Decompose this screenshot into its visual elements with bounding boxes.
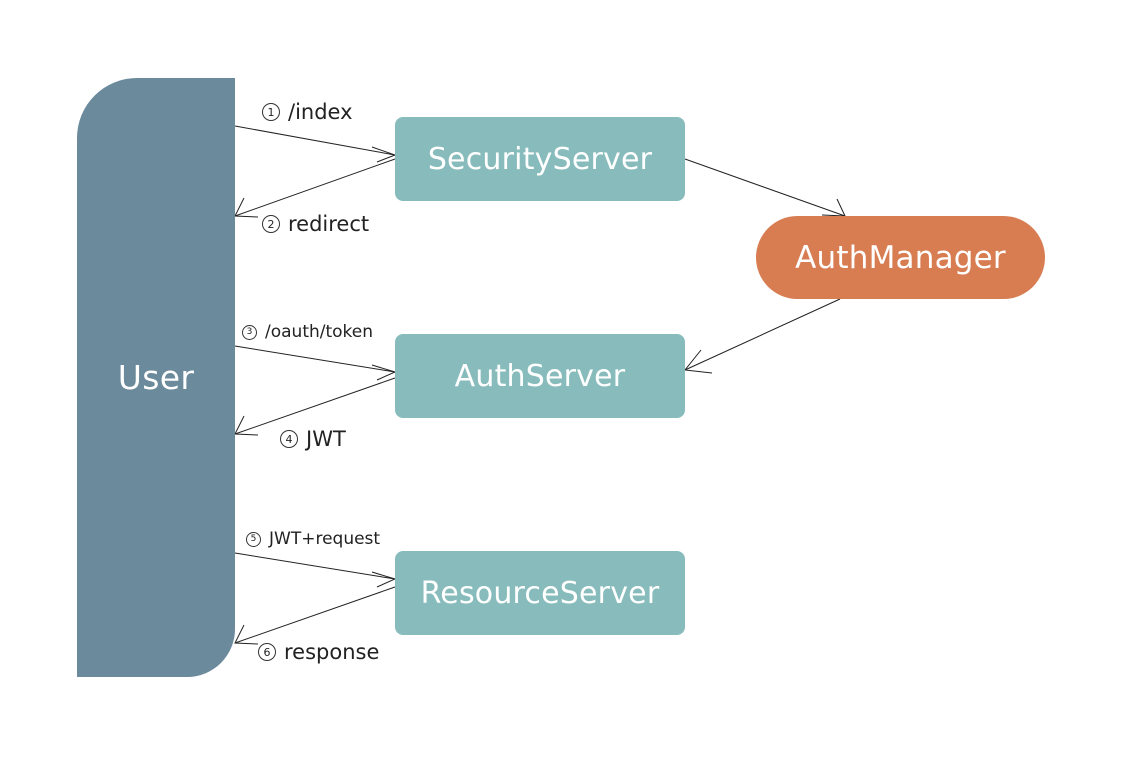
step-4-label: 4 JWT — [280, 427, 346, 451]
step-2-label: 2 redirect — [262, 212, 369, 236]
step-1-number: 1 — [262, 103, 280, 121]
edge-redirect — [234, 158, 396, 217]
auth-manager-node: AuthManager — [756, 216, 1045, 299]
step-1-text: /index — [288, 100, 353, 124]
arrowhead-authmanager-authserver — [684, 349, 713, 374]
step-2-number: 2 — [262, 215, 280, 233]
resource-server-node: ResourceServer — [395, 551, 685, 635]
edge-index — [234, 125, 396, 156]
step-6-label: 6 response — [258, 640, 379, 664]
user-node: User — [77, 78, 235, 677]
step-1-label: 1 /index — [262, 100, 353, 124]
user-label: User — [117, 358, 195, 397]
step-5-number: 5 — [246, 531, 261, 547]
step-6-number: 6 — [258, 643, 276, 661]
step-5-label: 5 JWT+request — [246, 529, 380, 549]
edge-oauth-token — [234, 345, 396, 373]
edge-jwt — [234, 377, 396, 435]
step-3-label: 3 /oauth/token — [242, 322, 373, 342]
arrowhead-redirect — [234, 197, 259, 218]
edge-authmanager-authserver — [684, 298, 841, 371]
arrowhead-jwt — [234, 415, 259, 436]
security-server-node: SecurityServer — [395, 117, 685, 201]
arrowhead-jwt-request — [371, 571, 397, 588]
step-5-text: JWT+request — [269, 529, 381, 549]
step-3-number: 3 — [242, 324, 257, 340]
arrowhead-response — [234, 624, 259, 645]
arrowhead-security-authmanager — [821, 198, 846, 217]
edge-response — [234, 586, 396, 644]
arrowhead-oauth-token — [371, 364, 397, 381]
step-6-text: response — [284, 640, 380, 664]
step-4-number: 4 — [280, 430, 298, 448]
auth-server-node: AuthServer — [395, 334, 685, 418]
edge-security-authmanager — [684, 158, 846, 217]
step-2-text: redirect — [288, 212, 370, 236]
step-3-text: /oauth/token — [265, 322, 374, 342]
edge-jwt-request — [234, 552, 396, 580]
step-4-text: JWT — [306, 427, 346, 451]
